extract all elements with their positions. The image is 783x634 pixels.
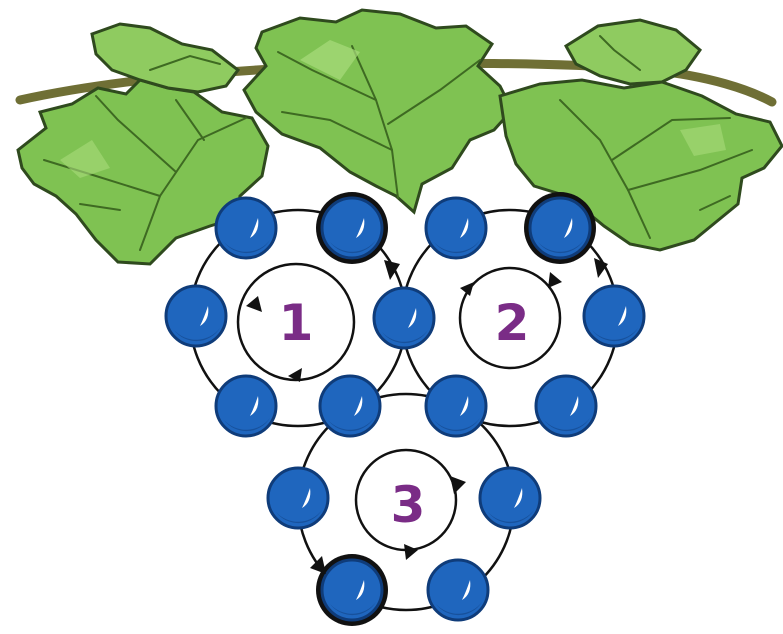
ring-1-label: 1 (279, 294, 314, 352)
grape-ball-icon (530, 198, 590, 258)
grape-ball-icon (374, 288, 434, 348)
grape[interactable] (584, 286, 644, 346)
grape-ball-icon (536, 376, 596, 436)
grape-ball-icon (428, 560, 488, 620)
grape[interactable] (216, 198, 276, 258)
grape-ball-icon (216, 376, 276, 436)
grapes (166, 192, 644, 626)
ring-2-label: 2 (495, 294, 530, 352)
ring-3-label: 3 (391, 476, 426, 534)
grape[interactable] (216, 376, 276, 436)
grape-ball-icon (426, 376, 486, 436)
grape-selected[interactable] (316, 192, 388, 264)
grape[interactable] (426, 376, 486, 436)
rotate-arrow-icon (548, 272, 562, 288)
grape[interactable] (374, 288, 434, 348)
grapevine-leaves-icon (18, 10, 782, 264)
grape[interactable] (166, 286, 226, 346)
grape-ball-icon (320, 376, 380, 436)
leaf-center (244, 10, 512, 212)
leaf-upper-right (566, 20, 700, 84)
ring-1-indicator[interactable]: 1 (238, 264, 354, 382)
rotate-arrow-icon (310, 556, 326, 574)
grape[interactable] (268, 468, 328, 528)
grape-ball-icon (584, 286, 644, 346)
grape-ball-icon (166, 286, 226, 346)
grape[interactable] (320, 376, 380, 436)
grape-selected[interactable] (316, 554, 388, 626)
grape[interactable] (536, 376, 596, 436)
grape[interactable] (480, 468, 540, 528)
grape-ball-icon (322, 560, 382, 620)
ring-2-indicator[interactable]: 2 (460, 268, 562, 368)
grape[interactable] (428, 560, 488, 620)
grape-ball-icon (426, 198, 486, 258)
grape-ball-icon (268, 468, 328, 528)
ring-3-indicator[interactable]: 3 (356, 450, 466, 560)
grape-selected[interactable] (524, 192, 596, 264)
grape[interactable] (426, 198, 486, 258)
rotate-arrow-icon (450, 476, 466, 494)
rotate-arrow-icon (246, 296, 262, 312)
grape-ball-icon (480, 468, 540, 528)
grape-ball-icon (216, 198, 276, 258)
rotate-arrow-icon (404, 544, 418, 560)
grape-ball-icon (322, 198, 382, 258)
